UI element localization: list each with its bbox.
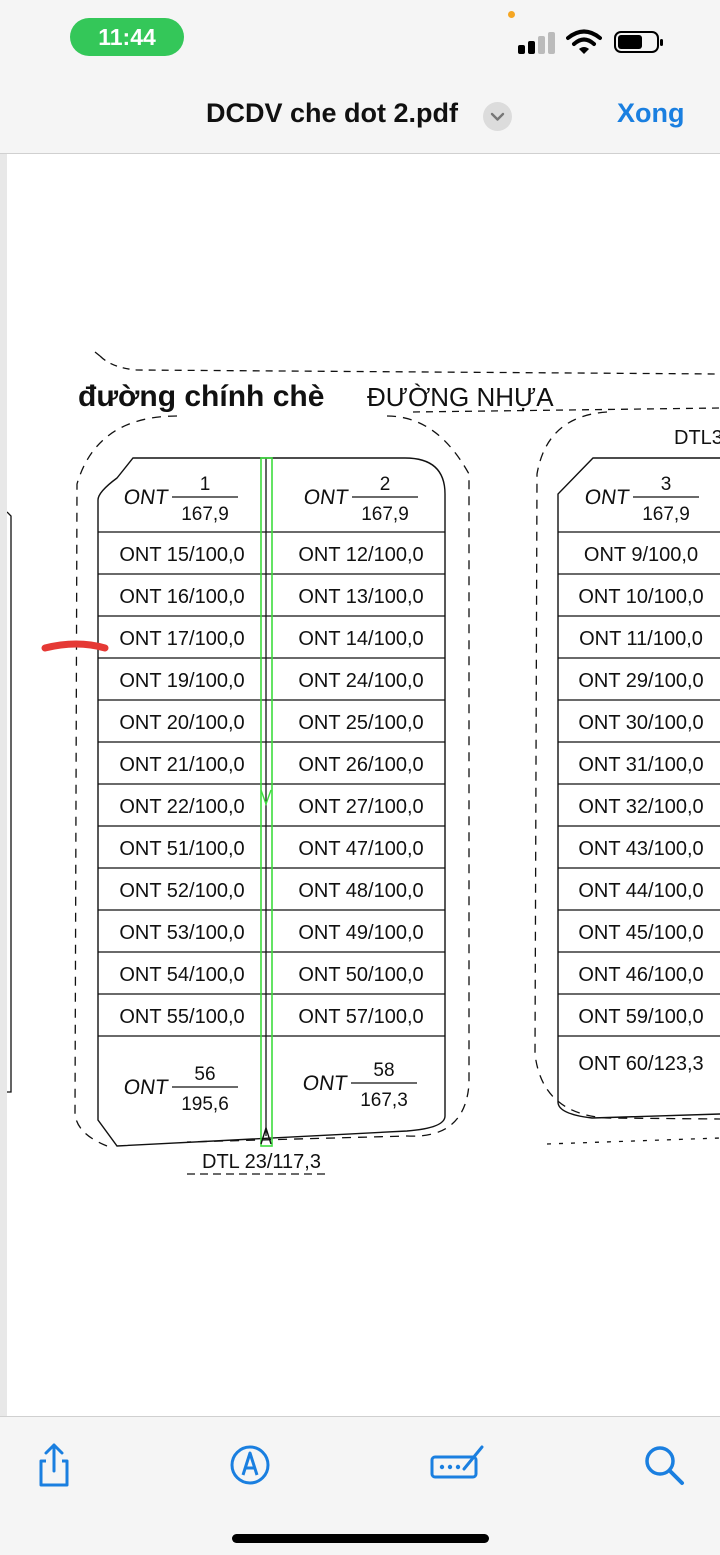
road-label: ĐƯỜNG NHỰA [367,382,554,412]
lot-row-right: ONT 50/100,0 [298,964,423,986]
lot-top-left-number: 1 [200,474,211,495]
lot-row-far-right: ONT 29/100,0 [578,670,703,692]
wifi-icon [566,29,602,54]
lot-row-right: ONT 25/100,0 [298,712,423,734]
lot-row-far-right: ONT 44/100,0 [578,880,703,902]
lot-row-right: ONT 13/100,0 [298,586,423,608]
lot-bottom-left-prefix: ONT [122,1076,170,1099]
lot-row-right: ONT 26/100,0 [298,754,423,776]
lot-row-left: ONT 19/100,0 [119,670,244,692]
lot-top-right-number: 2 [380,474,391,495]
lot-row-right: ONT 49/100,0 [298,922,423,944]
lot-row-left: ONT 22/100,0 [119,796,244,818]
nav-bar: DCDV che dot 2.pdf Xong [0,80,720,154]
lot-row-left: ONT 52/100,0 [119,880,244,902]
lot-row-right: ONT 14/100,0 [298,628,423,650]
battery-icon [614,31,663,53]
share-icon[interactable] [30,1441,78,1489]
lot-row-left: ONT 15/100,0 [119,544,244,566]
status-time: 11:44 [70,18,184,56]
lot-row-right: ONT 24/100,0 [298,670,423,692]
lot-row-far-right: ONT 45/100,0 [578,922,703,944]
lot-row-far-right: ONT 10/100,0 [578,586,703,608]
lot-top-left-prefix: ONT [122,486,170,509]
lot-row-right: ONT 47/100,0 [298,838,423,860]
lot-row-right: ONT 27/100,0 [298,796,423,818]
lot-top-left-area: 167,9 [181,504,229,525]
chevron-down-icon [490,112,505,121]
lot-row-far-right: ONT 9/100,0 [584,544,698,566]
title-menu-button[interactable] [483,102,512,131]
lot-bottom-right-number: 58 [373,1060,394,1081]
left-block-outline [97,457,446,1147]
lot-row-left: ONT 51/100,0 [119,838,244,860]
form-fill-icon[interactable] [430,1441,486,1489]
status-bar: 11:44 [0,0,720,80]
lot-row-far-right: ONT 59/100,0 [578,1006,703,1028]
path-arrow-up [260,1125,272,1145]
lot-row-left: ONT 20/100,0 [119,712,244,734]
lot-top-right-area: 167,9 [361,504,409,525]
path-highlight [260,457,273,1147]
lot-row-left: ONT 17/100,0 [119,628,244,650]
right-dtl-label: DTL3 [674,427,720,449]
bottom-toolbar [0,1416,720,1555]
markup-icon[interactable] [226,1441,274,1489]
red-marker-stroke [41,640,109,652]
lot-row-right: ONT 57/100,0 [298,1006,423,1028]
bottom-dtl-label: DTL 23/117,3 [202,1151,321,1173]
privacy-indicator-dot [508,11,515,18]
lot-row-right: ONT 48/100,0 [298,880,423,902]
lot-top-far-right-number: 3 [661,474,672,495]
lot-bottom-left-area: 195,6 [181,1094,229,1115]
path-arrow-down [260,789,272,807]
lot-bottom-right-prefix: ONT [301,1072,349,1095]
done-button[interactable]: Xong [617,98,685,128]
lot-top-far-right-prefix: ONT [583,486,631,509]
search-icon[interactable] [640,1441,688,1489]
lot-row-far-right: ONT 46/100,0 [578,964,703,986]
lot-row-left: ONT 21/100,0 [119,754,244,776]
lot-row-left: ONT 54/100,0 [119,964,244,986]
lot-bottom-far-right: ONT 60/123,3 [578,1053,703,1075]
lot-row-left: ONT 55/100,0 [119,1006,244,1028]
right-block-outline [557,457,720,1119]
lot-bottom-left-number: 56 [194,1064,215,1085]
lot-row-left: ONT 16/100,0 [119,586,244,608]
lot-row-far-right: ONT 30/100,0 [578,712,703,734]
lot-row-far-right: ONT 43/100,0 [578,838,703,860]
lot-top-far-right-area: 167,9 [642,504,690,525]
lot-bottom-right-area: 167,3 [360,1090,408,1111]
lot-row-right: ONT 12/100,0 [298,544,423,566]
lot-row-far-right: ONT 31/100,0 [578,754,703,776]
home-indicator [232,1534,489,1543]
cellular-signal-icon [518,32,558,54]
document-title[interactable]: DCDV che dot 2.pdf [206,98,459,128]
lot-row-far-right: ONT 11/100,0 [579,628,703,650]
lot-top-right-prefix: ONT [302,486,350,509]
annotation-text: đường chính chè [78,380,324,413]
lot-row-left: ONT 53/100,0 [119,922,244,944]
lot-row-far-right: ONT 32/100,0 [578,796,703,818]
